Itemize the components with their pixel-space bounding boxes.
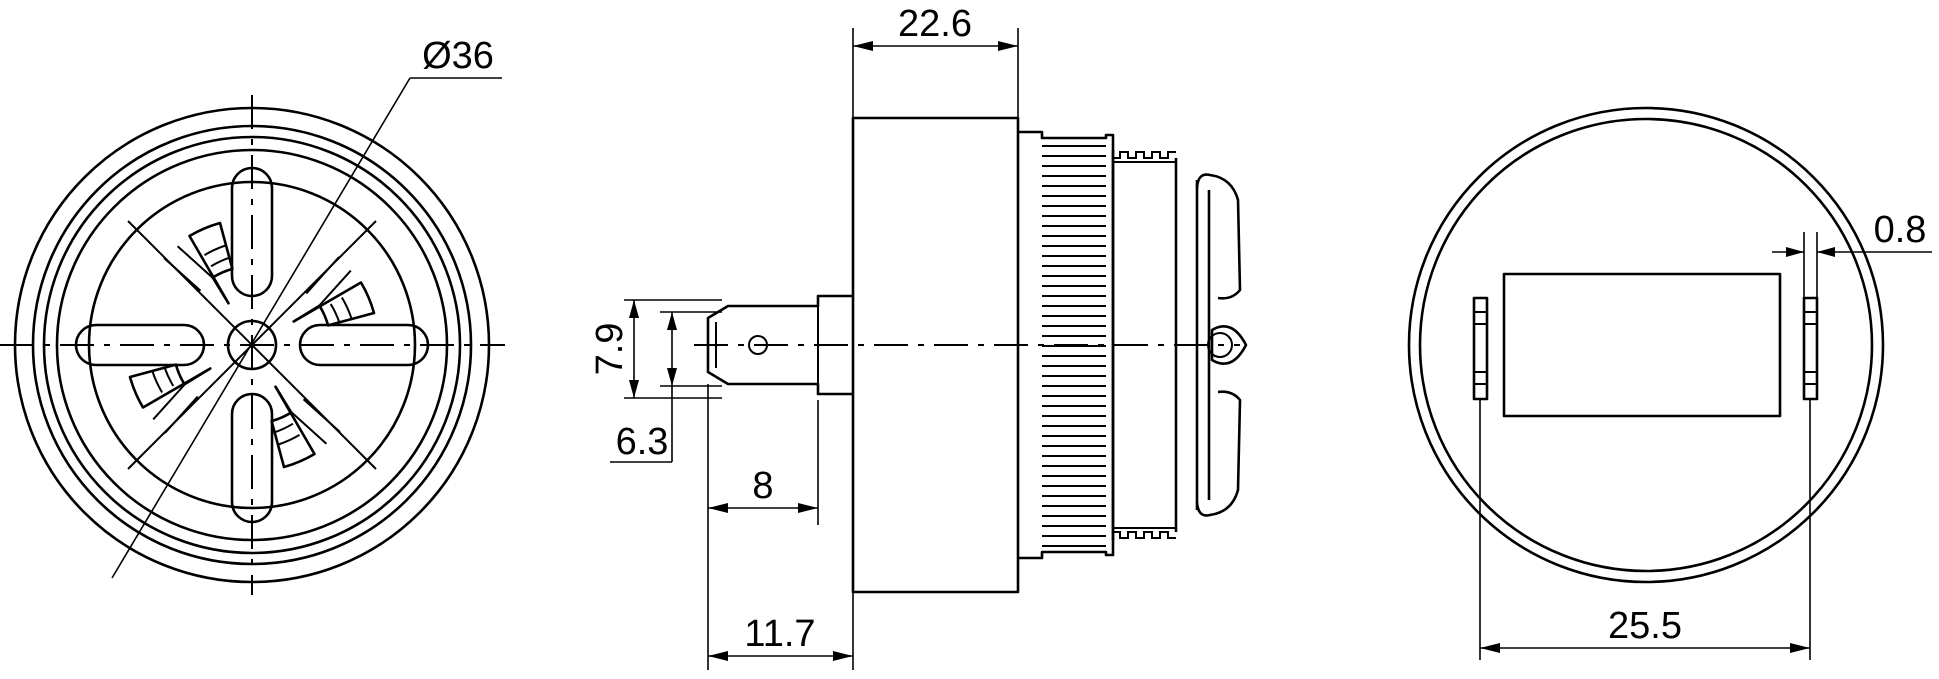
knurl-lines xyxy=(1042,145,1106,547)
rear-right-slot xyxy=(1802,296,1819,401)
front-view: Ø36 xyxy=(0,35,505,595)
rear-left-slot xyxy=(1472,296,1489,401)
dim-terminal-overall: 11.7 xyxy=(707,525,854,670)
diameter-leader xyxy=(111,77,411,579)
dim-terminal-overall-label: 11.7 xyxy=(744,613,815,655)
dim-terminal-length-label: 8 xyxy=(752,465,773,507)
rear-outer-rim xyxy=(1407,106,1885,584)
dim-terminal-width: 6.3 xyxy=(610,311,722,463)
dim-terminal-height: 7.9 xyxy=(589,299,722,399)
dim-body-width: 22.6 xyxy=(852,3,1019,118)
dim-terminal-height-label: 7.9 xyxy=(589,323,631,376)
rear-view: 0.8 25.5 xyxy=(1407,106,1932,660)
dim-slot-thickness: 0.8 xyxy=(1772,209,1932,298)
dim-slot-spacing-label: 25.5 xyxy=(1608,605,1682,647)
diameter-label: Ø36 xyxy=(422,35,494,77)
dim-terminal-length: 8 xyxy=(707,384,819,525)
dim-terminal-width-label: 6.3 xyxy=(616,421,669,463)
dim-slot-thickness-label: 0.8 xyxy=(1874,209,1927,251)
dim-body-width-label: 22.6 xyxy=(898,3,972,45)
rear-label-window xyxy=(1502,272,1782,418)
side-view: 22.6 7.9 6.3 8 xyxy=(589,3,1248,670)
side-body xyxy=(851,116,1020,594)
rear-inner-rim xyxy=(1418,117,1874,573)
dim-slot-spacing: 25.5 xyxy=(1479,399,1811,660)
